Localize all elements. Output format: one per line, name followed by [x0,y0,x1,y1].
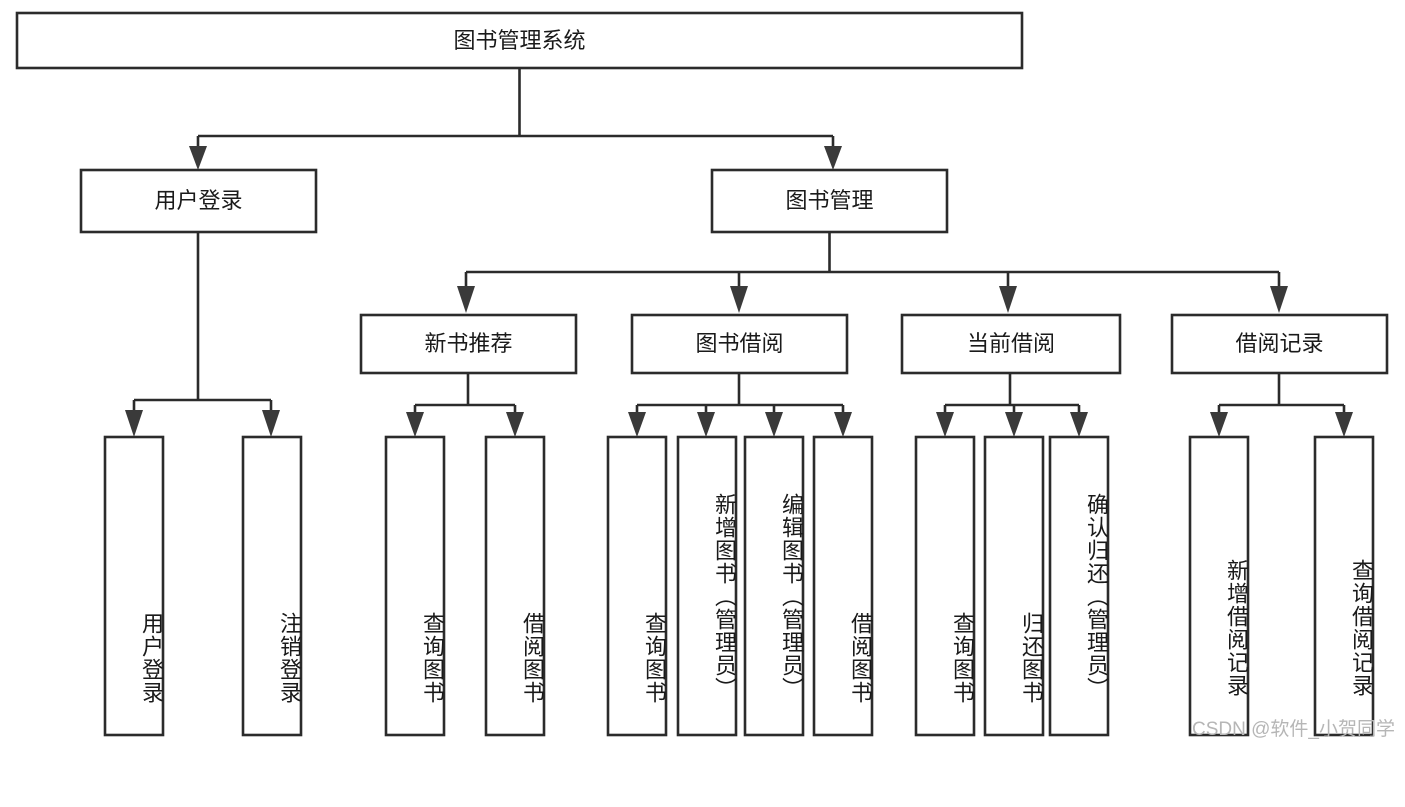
arrow-head-b1 [628,412,646,437]
node-borrow-record[interactable]: 借阅记录 [1170,313,1389,375]
node-root-box[interactable] [15,11,1024,70]
arrow-head-c2 [1005,412,1023,437]
diagram-canvas-root: 图书管理系统 用户登录 图书管理 新书推荐 图书借阅 当前借阅 借阅记录 [15,11,1395,740]
leaf-box-query-book-current[interactable] [914,435,976,737]
leaf-box-return-book[interactable] [983,435,1045,737]
leaf-box-logout[interactable] [241,435,303,737]
node-book-borrow-label: 图书借阅 [695,331,783,356]
node-book-management-label: 图书管理 [785,188,873,213]
arrow-head-c3 [1070,412,1088,437]
leaf-box-user-login[interactable] [103,435,165,737]
arrow-head-r1 [1210,412,1228,437]
csdn-watermark: CSDN @软件_小贺同学 [1192,719,1395,740]
connector-group-current-to-leaves [936,373,1088,437]
node-root-label: 图书管理系统 [453,28,585,53]
node-user-login[interactable]: 用户登录 [79,168,318,234]
leaf-box-edit-book-admin[interactable] [743,435,805,737]
node-user-login-label: 用户登录 [154,188,242,213]
arrow-head-nb2 [506,412,524,437]
arrow-head-book-manage [824,146,842,170]
leaf-box-query-book-borrow[interactable] [606,435,668,737]
node-new-book-recommend-label: 新书推荐 [424,331,512,356]
node-book-borrow[interactable]: 图书借阅 [630,313,849,375]
arrow-head-nb1 [406,412,424,437]
arrow-head-borrow [730,286,748,313]
node-root[interactable]: 图书管理系统 [15,11,1024,70]
arrow-head-user-login-leaf [125,410,143,437]
node-user-login-box[interactable] [79,168,318,234]
node-current-borrow[interactable]: 当前借阅 [900,313,1122,375]
leaf-box-query-book-newbook[interactable] [384,435,446,737]
node-book-management[interactable]: 图书管理 [710,168,949,234]
arrow-head-record [1270,286,1288,313]
arrow-head-r2 [1335,412,1353,437]
node-new-book-recommend[interactable]: 新书推荐 [359,313,578,375]
arrow-head-b4 [834,412,852,437]
arrow-head-logout-leaf [262,410,280,437]
leaf-box-add-borrow-record[interactable] [1188,435,1250,737]
node-new-book-recommend-box[interactable] [359,313,578,375]
leaf-box-add-book-admin[interactable] [676,435,738,737]
node-book-borrow-box[interactable] [630,313,849,375]
hierarchy-diagram: 图书管理系统 用户登录 图书管理 新书推荐 图书借阅 当前借阅 借阅记录 [15,11,1389,737]
node-book-management-box[interactable] [710,168,949,234]
leaf-box-confirm-return-admin[interactable] [1048,435,1110,737]
arrow-head-newbook [457,286,475,313]
leaf-box-group [103,435,1375,737]
connector-group-newbook-to-leaves [406,373,524,437]
arrow-head-current [999,286,1017,313]
connector-group-borrow-to-leaves [628,373,852,437]
connector-group-book-manage-to-level3 [457,232,1288,313]
arrow-head-c1 [936,412,954,437]
arrow-head-user-login [189,146,207,170]
node-borrow-record-box[interactable] [1170,313,1389,375]
node-current-borrow-box[interactable] [900,313,1122,375]
connector-group-record-to-leaves [1210,373,1353,437]
arrow-head-b3 [765,412,783,437]
leaf-box-query-borrow-record[interactable] [1313,435,1375,737]
leaf-box-borrow-book[interactable] [812,435,874,737]
arrow-head-b2 [697,412,715,437]
connector-group-root-to-level2 [189,68,842,170]
leaf-box-borrow-book-newbook[interactable] [484,435,546,737]
node-current-borrow-label: 当前借阅 [967,331,1055,356]
node-borrow-record-label: 借阅记录 [1235,331,1323,356]
connector-group-user-login-to-leaves [125,232,280,437]
